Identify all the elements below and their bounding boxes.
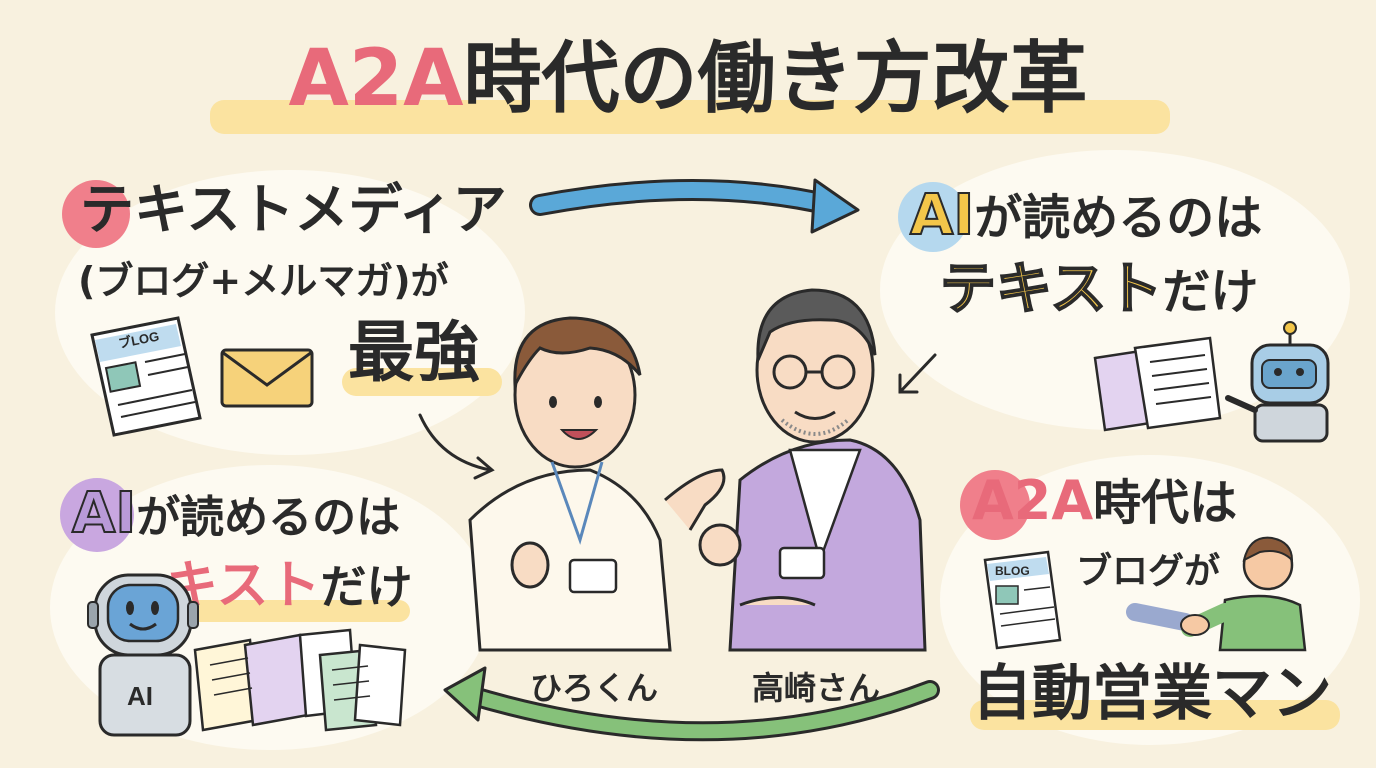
bottom-right-line1: A2A時代は	[972, 474, 1237, 528]
title-rest: 時代の働き方改革	[463, 34, 1088, 124]
top-right-line2: テキストだけ	[939, 261, 1259, 320]
top-right-line1: AIが読めるのは	[909, 187, 1263, 246]
title-accent: A2A	[288, 34, 464, 124]
top-right-ai: AI	[909, 183, 975, 248]
top-left-highlight	[342, 368, 502, 396]
blog-document-icon-2	[983, 550, 1062, 650]
top-right-text-accent: テキスト	[939, 257, 1163, 322]
document-stack-icon	[1093, 336, 1222, 432]
robot-icon-bottom-left	[87, 573, 199, 737]
top-left-line3: 最強	[348, 314, 480, 391]
handshake-person-icon	[1126, 536, 1307, 652]
right-character-name: 高崎さん	[752, 669, 881, 707]
left-character-name: ひろくん	[530, 669, 659, 707]
top-right-yellow-dot	[898, 182, 968, 252]
bottom-right-highlight	[970, 700, 1340, 730]
blue-cycle-arrow	[529, 178, 860, 234]
bottom-left-highlight	[160, 600, 410, 622]
bottom-right-pink-dot	[960, 470, 1030, 540]
top-right-l2-rest: だけ	[1162, 264, 1259, 320]
page-title: A2A時代の働き方改革	[0, 40, 1376, 118]
thin-arrow-left	[418, 413, 495, 480]
bottom-left-line1: AIが読めるのは	[71, 485, 401, 543]
bottom-left-line2: キストだけ	[166, 560, 412, 612]
top-left-line2: (ブログ+メルマガ)が	[78, 259, 449, 303]
bottom-left-purple-dot	[60, 478, 134, 552]
blog-document-icon	[90, 316, 202, 437]
bottom-right-l1-rest: 時代は	[1093, 475, 1238, 531]
bottom-left-l2-rest: だけ	[320, 560, 413, 614]
bottom-right-line2: ブログが	[1076, 551, 1221, 592]
blog-label-2: BLOG	[995, 564, 1030, 578]
title-highlight	[210, 100, 1170, 134]
green-cycle-arrow	[443, 666, 940, 742]
top-left-pink-dot	[62, 180, 130, 248]
top-right-l1-rest: が読めるのは	[974, 190, 1263, 246]
bottom-right-a2a: A2A	[972, 469, 1094, 532]
document-fan-icon	[193, 628, 407, 732]
hiro-kun-character	[468, 316, 726, 652]
bottom-left-l1-rest: が読めるのは	[136, 492, 401, 543]
bottom-right-line3: 自動営業マン	[972, 659, 1332, 729]
robot-ai-label: AI	[127, 681, 153, 711]
thin-arrow-right	[898, 353, 937, 394]
envelope-icon	[220, 348, 314, 408]
takasaki-san-character	[698, 288, 927, 652]
robot-icon-top-right	[1225, 321, 1330, 443]
top-left-line1: テキストメディア	[80, 178, 507, 241]
bottom-left-ai: AI	[71, 481, 137, 546]
